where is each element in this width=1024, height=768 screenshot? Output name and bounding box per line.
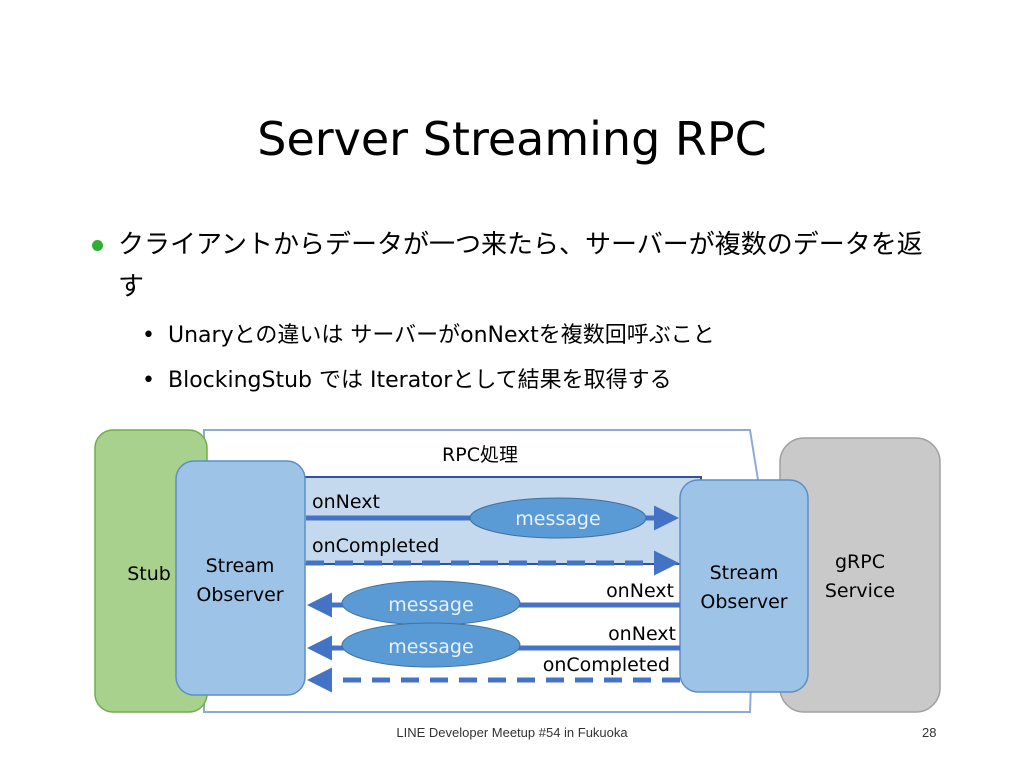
client-observer-label-2: Observer [196, 584, 283, 606]
sub-bullet-1-mark: • [142, 323, 155, 348]
client-stream-observer [175, 460, 306, 696]
bullet-dot-icon [92, 240, 103, 251]
footer-text: LINE Developer Meetup #54 in Fukuoka [396, 725, 628, 740]
client-observer-label-1: Stream [206, 555, 275, 577]
rpc-label: RPC処理 [442, 444, 518, 466]
main-bullet-text: クライアントからデータが一つ来たら、サーバーが複数のデータを返す [118, 230, 923, 302]
server-observer-label-2: Observer [700, 591, 787, 613]
response-onnext-label-1: onNext [606, 580, 674, 602]
response-message-label-2: message [388, 636, 473, 658]
stub-label: Stub [127, 563, 171, 585]
grpc-service-label-2: Service [825, 580, 895, 602]
slide-title: Server Streaming RPC [257, 112, 767, 166]
response-oncompleted-label: onCompleted [543, 654, 670, 676]
grpc-service-label-1: gRPC [835, 551, 885, 573]
response-onnext-label-2: onNext [608, 623, 676, 645]
page-number: 28 [922, 725, 937, 740]
request-onnext-label: onNext [312, 491, 380, 513]
response-message-bubble-2 [341, 622, 521, 668]
request-message-label: message [515, 508, 600, 530]
request-message-bubble [469, 497, 647, 539]
sub-bullet-1-text: Unaryとの違いは サーバーがonNextを複数回呼ぶこと [168, 323, 715, 348]
server-observer-label-1: Stream [710, 562, 779, 584]
sub-bullet-2-mark: • [142, 368, 155, 393]
sub-bullet-2-text: BlockingStub では Iteratorとして結果を取得する [168, 368, 672, 393]
response-message-label-1: message [388, 594, 473, 616]
request-oncompleted-label: onCompleted [312, 535, 439, 557]
server-stream-observer [679, 479, 809, 693]
